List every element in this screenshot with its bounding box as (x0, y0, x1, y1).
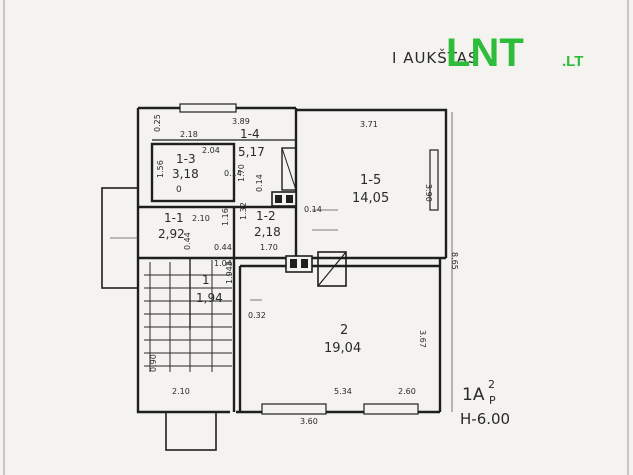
room-1-1-area: 2,92 (158, 227, 185, 241)
dim-outer-height: 8.65 (450, 252, 459, 270)
dim-1943: 1.943 (225, 261, 234, 284)
room-1-2-id: 1-2 (256, 209, 276, 223)
stamp-floor-sup: 2 (488, 378, 495, 391)
dim-014-b: 0.14 (255, 174, 264, 192)
dim-bottom-left: 2.10 (172, 387, 190, 396)
logo-suffix: .LT (562, 53, 583, 70)
room-2-area: 19,04 (324, 341, 361, 356)
stamp-height: H-6.00 (460, 410, 510, 428)
room-1-id: 1 (202, 273, 210, 287)
dim-132: 1.32 (239, 202, 248, 220)
dim-r14-width: 2.18 (180, 130, 198, 139)
dim-014-c: 0.14 (304, 205, 322, 214)
stamp-floor-sub: P (489, 394, 496, 407)
dim-r15-height: 3.90 (424, 184, 433, 202)
walls (101, 106, 448, 451)
dim-r15-width: 3.71 (360, 120, 378, 129)
room-labels: 1-4 5,17 1-3 3,18 0 1-5 14,05 1-1 2,92 1… (158, 127, 389, 356)
dim-bottom-total: 3.60 (300, 417, 318, 426)
room-1-1-id: 1-1 (164, 211, 184, 225)
room-1-4-area: 5,17 (238, 145, 265, 159)
room-1-5-area: 14,05 (352, 191, 389, 206)
windows (179, 103, 439, 415)
dim-r11-width: 2.10 (192, 214, 210, 223)
dim-left-156: 1.56 (156, 160, 165, 178)
room-1-3-id: 1-3 (176, 152, 196, 166)
room-1-4-id: 1-4 (240, 127, 260, 141)
dimension-labels: 3.89 2.18 2.04 3.71 3.90 8.65 2.10 1.70 … (149, 114, 459, 426)
dim-r13-width: 2.04 (202, 146, 220, 155)
dim-104: 1.04 (214, 259, 232, 268)
dim-014-a: 0.14 (224, 169, 242, 178)
room-1-2-area: 2,18 (254, 225, 281, 239)
dim-top-025: 0.25 (153, 114, 162, 132)
dim-170: 1.70 (237, 164, 246, 182)
lnt-logo: LNT .LT (446, 31, 583, 75)
dim-044-b: 0.44 (214, 243, 232, 252)
stamp-floor-code: 1A (462, 385, 485, 405)
dim-r12-width: 1.70 (260, 243, 278, 252)
room-1-3-marker: 0 (176, 185, 182, 195)
dim-r2-bottom-right: 2.60 (398, 387, 416, 396)
dim-left-090: 0.90 (149, 354, 158, 372)
dim-032: 0.32 (248, 311, 266, 320)
room-1-3-area: 3,18 (172, 167, 199, 181)
floor-stamp: 1A 2 P H-6.00 (460, 378, 510, 428)
room-1-5-id: 1-5 (360, 173, 381, 188)
dim-044-a: 0.44 (183, 232, 192, 250)
chimneys (271, 147, 347, 287)
stairs (144, 262, 232, 372)
dim-116: 1.16 (221, 208, 230, 226)
dim-r2-bottom: 5.34 (334, 387, 352, 396)
room-2-id: 2 (340, 323, 348, 338)
room-1-area: 1,94 (196, 291, 223, 305)
dimension-lines (110, 112, 453, 412)
dim-r2-height: 3.67 (418, 330, 427, 348)
logo-main: LNT (446, 31, 524, 75)
dim-top-small: 3.89 (232, 117, 250, 126)
floor-label: I AUKŠTAS (392, 48, 479, 67)
